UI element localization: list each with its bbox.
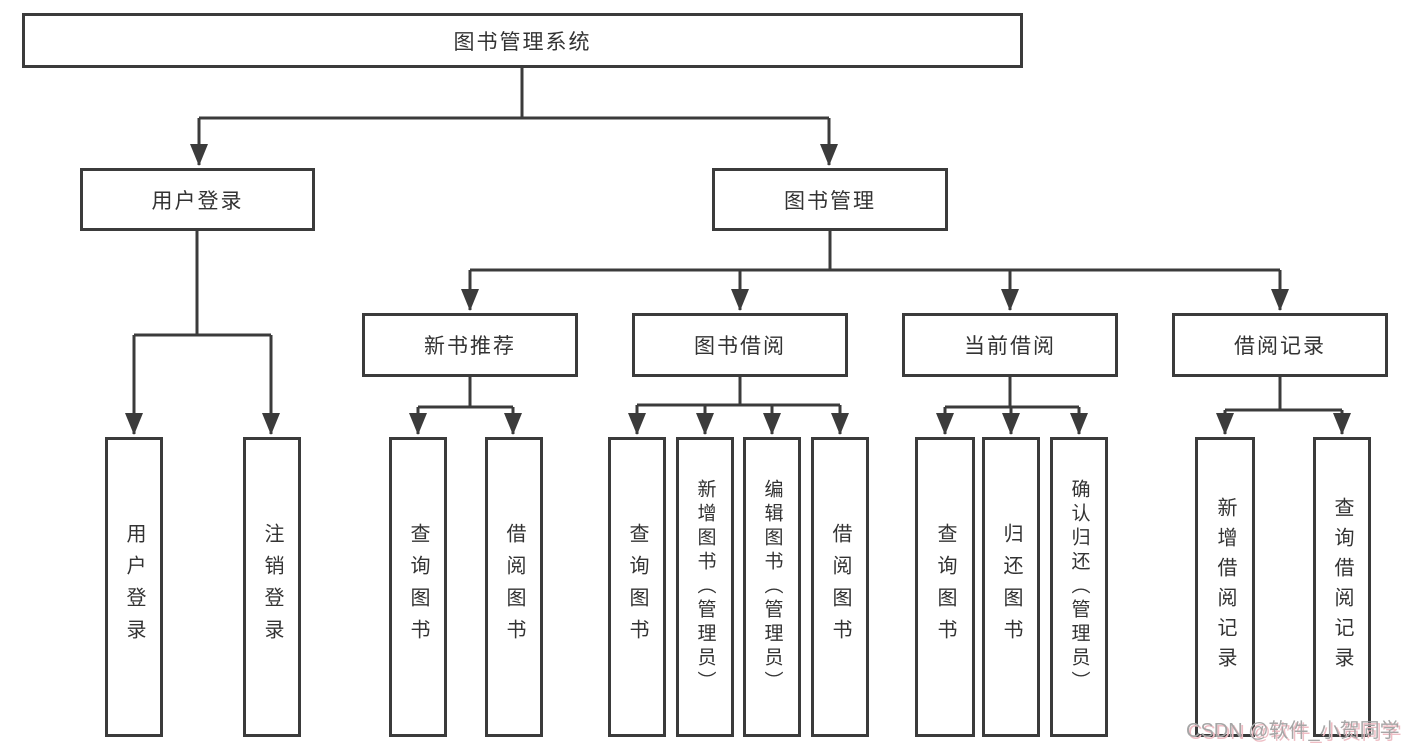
node-user-login-label: 用户登录 bbox=[151, 189, 244, 213]
leaf-current-return-books: 归还图书 bbox=[982, 437, 1040, 737]
leaf-newbooks-query-books: 查询图书 bbox=[389, 437, 447, 737]
node-new-book-recommend-label: 新书推荐 bbox=[424, 335, 516, 358]
node-borrow-records-label: 借阅记录 bbox=[1234, 335, 1326, 358]
leaf-current-query-books: 查询图书 bbox=[915, 437, 975, 737]
leaf-records-add-record: 新增借阅记录 bbox=[1195, 437, 1255, 737]
node-current-borrow-label: 当前借阅 bbox=[964, 335, 1056, 358]
leaf-user-login: 用户登录 bbox=[105, 437, 163, 737]
leaf-current-confirm-return-admin: 确认归还（管理员） bbox=[1050, 437, 1108, 737]
leaf-borrow-query-books-label: 查询图书 bbox=[626, 523, 648, 651]
leaf-borrow-edit-books-admin-label: 编辑图书（管理员） bbox=[761, 479, 783, 695]
node-book-borrow: 图书借阅 bbox=[632, 313, 848, 377]
leaf-records-add-record-label: 新增借阅记录 bbox=[1214, 497, 1236, 677]
node-root: 图书管理系统 bbox=[22, 13, 1023, 68]
leaf-current-return-books-label: 归还图书 bbox=[1000, 523, 1022, 651]
leaf-current-query-books-label: 查询图书 bbox=[934, 523, 956, 651]
leaf-current-confirm-return-admin-label: 确认归还（管理员） bbox=[1068, 479, 1090, 695]
node-current-borrow: 当前借阅 bbox=[902, 313, 1118, 377]
leaf-borrow-borrow-books-label: 借阅图书 bbox=[829, 523, 851, 651]
node-user-login: 用户登录 bbox=[80, 168, 315, 231]
leaf-logout-label: 注销登录 bbox=[261, 523, 283, 651]
node-book-borrow-label: 图书借阅 bbox=[694, 335, 786, 358]
leaf-user-login-label: 用户登录 bbox=[123, 523, 145, 651]
node-new-book-recommend: 新书推荐 bbox=[362, 313, 578, 377]
leaf-borrow-edit-books-admin: 编辑图书（管理员） bbox=[743, 437, 801, 737]
node-borrow-records: 借阅记录 bbox=[1172, 313, 1388, 377]
leaf-records-query-record: 查询借阅记录 bbox=[1313, 437, 1371, 737]
leaf-records-query-record-label: 查询借阅记录 bbox=[1331, 497, 1353, 677]
leaf-borrow-add-books-admin: 新增图书（管理员） bbox=[676, 437, 734, 737]
leaf-newbooks-borrow-books: 借阅图书 bbox=[485, 437, 543, 737]
leaf-borrow-borrow-books: 借阅图书 bbox=[811, 437, 869, 737]
node-book-management: 图书管理 bbox=[712, 168, 948, 231]
leaf-newbooks-borrow-books-label: 借阅图书 bbox=[503, 523, 525, 651]
leaf-borrow-query-books: 查询图书 bbox=[608, 437, 666, 737]
leaf-newbooks-query-books-label: 查询图书 bbox=[407, 523, 429, 651]
csdn-watermark: CSDN @软件_小贺同学 bbox=[1186, 720, 1400, 742]
node-root-label: 图书管理系统 bbox=[453, 30, 592, 54]
leaf-logout: 注销登录 bbox=[243, 437, 301, 737]
leaf-borrow-add-books-admin-label: 新增图书（管理员） bbox=[694, 479, 716, 695]
node-book-management-label: 图书管理 bbox=[784, 189, 876, 213]
